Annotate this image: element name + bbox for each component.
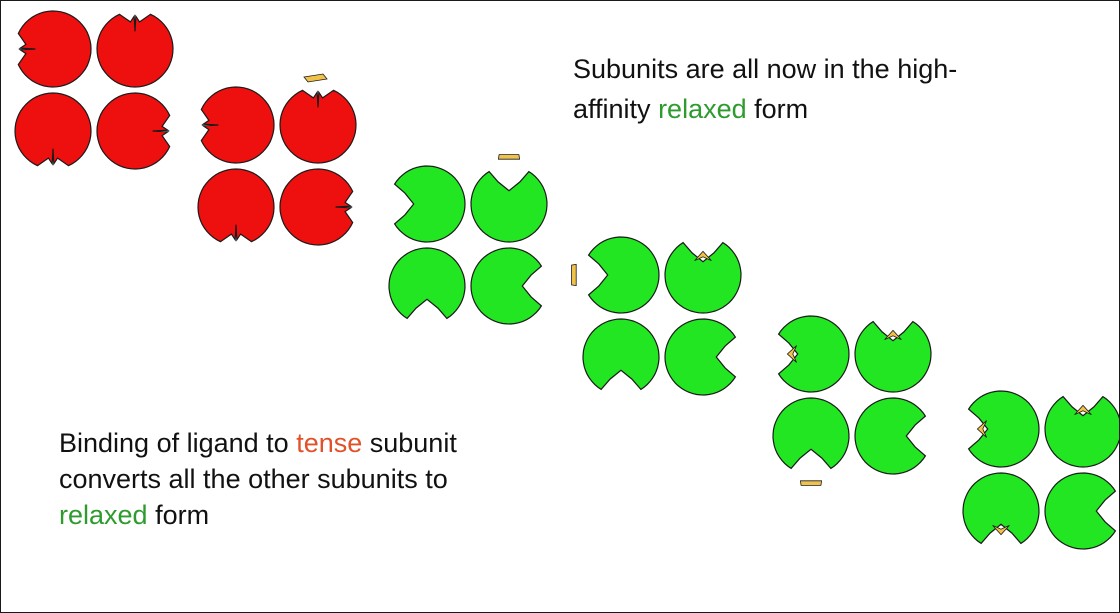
subunit-top-right	[664, 241, 742, 314]
ligand-top-left	[786, 345, 797, 363]
subunit-bottom-right	[470, 247, 543, 325]
subunit-top-right	[279, 89, 357, 164]
ligand-top-left	[976, 420, 987, 438]
subunit-bottom-right	[96, 92, 171, 170]
subunit-top-left	[967, 390, 1040, 468]
subunit-bottom-left	[582, 318, 660, 391]
tetramer-3	[388, 154, 548, 325]
subunit-bottom-left	[14, 92, 92, 167]
ligand-bottom-left	[992, 525, 1010, 536]
tetramer-6	[962, 390, 1119, 550]
subunit-top-right	[854, 320, 932, 393]
relaxed-highlight: relaxed	[59, 500, 148, 530]
subunit-top-right	[1044, 395, 1119, 468]
ligand-top-right	[497, 154, 521, 160]
subunit-top-left	[777, 315, 850, 393]
ligand-top-left	[571, 263, 577, 287]
caption-top-line2: affinity relaxed form	[573, 94, 809, 124]
free-ligand	[303, 73, 328, 83]
caption-relaxed-state: Subunits are all now in the high- affini…	[573, 49, 1093, 129]
tetramer-5	[772, 315, 932, 486]
ligand-bottom-left	[799, 480, 823, 486]
subunit-top-left	[200, 86, 275, 164]
tetramer-2	[197, 86, 357, 246]
subunit-bottom-left	[388, 247, 466, 320]
relaxed-highlight: relaxed	[658, 94, 747, 124]
ligand-top-right	[884, 329, 902, 340]
caption-bottom-line2: converts all the other subunits to	[59, 464, 448, 494]
subunit-top-left	[587, 236, 660, 314]
caption-ligand-binding: Binding of ligand to tense subunit conve…	[59, 425, 619, 533]
subunit-bottom-right	[1044, 472, 1117, 550]
subunit-bottom-left	[772, 397, 850, 470]
subunit-bottom-right	[854, 397, 927, 475]
subunit-bottom-right	[664, 318, 737, 396]
subunit-top-right	[96, 13, 174, 88]
subunit-top-left	[17, 10, 92, 88]
subunit-top-left	[393, 165, 466, 243]
ligand-top-right	[1074, 404, 1092, 415]
ligand-top-right	[694, 250, 712, 261]
tense-highlight: tense	[296, 428, 363, 458]
subunit-top-right	[470, 170, 548, 243]
subunit-bottom-left	[197, 168, 275, 243]
caption-bottom-line3: relaxed form	[59, 500, 210, 530]
subunit-bottom-right	[279, 168, 354, 246]
caption-bottom-line1: Binding of ligand to tense subunit	[59, 428, 457, 458]
caption-top-line1: Subunits are all now in the high-	[573, 54, 958, 84]
subunit-bottom-left	[962, 472, 1040, 545]
tetramer-1	[14, 10, 174, 170]
tetramer-4	[571, 236, 742, 396]
